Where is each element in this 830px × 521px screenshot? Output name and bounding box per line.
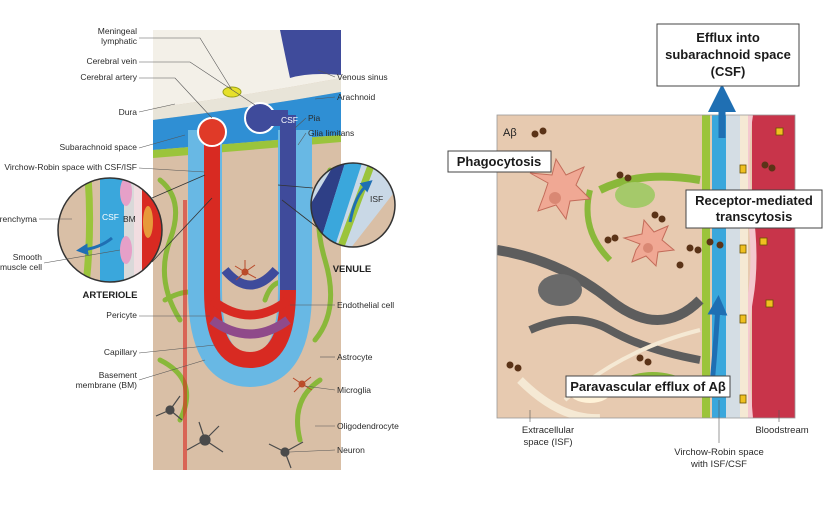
label-csf-main: CSF — [281, 115, 298, 125]
label-venous-sinus: Venous sinus — [337, 72, 388, 82]
basement-layer — [726, 115, 740, 418]
phagocyte-microglia — [529, 157, 592, 221]
meningeal-lymphatic-shape — [222, 86, 242, 98]
label-arachnoid: Arachnoid — [337, 92, 376, 102]
capillary-loops — [209, 266, 291, 339]
label-cerebral-artery: Cerebral artery — [80, 72, 137, 82]
label-astrocyte: Astrocyte — [337, 352, 373, 362]
abeta-legend: Aβ — [503, 127, 517, 139]
paravascular-box: Paravascular efflux of Aβ — [565, 375, 731, 398]
label-neuron: Neuron — [337, 445, 365, 455]
label-pericyte: Pericyte — [106, 310, 137, 320]
arachnoid-layer — [153, 78, 341, 120]
venous-sinus-shape — [280, 30, 341, 78]
neuron-body — [538, 274, 582, 306]
label-arteriole: ARTERIOLE — [83, 290, 138, 301]
svg-text:Bloodstream: Bloodstream — [755, 425, 808, 436]
label-glia-limitans: Glia limitans — [308, 128, 354, 138]
label-csf-inset: CSF — [102, 212, 119, 222]
neuron-cells — [155, 395, 304, 469]
label-capillary: Capillary — [104, 347, 138, 357]
label-dura: Dura — [119, 107, 138, 117]
cerebral-artery-head — [197, 117, 227, 147]
venule-inset — [277, 162, 396, 248]
svg-text:Phagocytosis: Phagocytosis — [457, 154, 542, 169]
endothelial-layer — [740, 115, 748, 418]
right-panel-frame — [496, 114, 796, 419]
label-subarachnoid-space: Subarachnoid space — [59, 142, 137, 152]
label-venule: VENULE — [333, 264, 372, 275]
label-virchow-robin: Virchow-Robin space with CSF/ISF — [4, 162, 137, 172]
phagocytosis-box: Phagocytosis — [447, 150, 552, 173]
microglia-cell — [234, 260, 313, 393]
bloodstream-vessel — [752, 115, 795, 418]
astrocyte-body — [615, 182, 655, 208]
label-endothelial-cell: Endothelial cell — [337, 300, 394, 310]
svg-text:Paravascular efflux of Aβ: Paravascular efflux of Aβ — [570, 379, 726, 394]
label-pia: Pia — [308, 113, 321, 123]
left-diagram — [153, 30, 341, 470]
label-bm-inset: BM — [123, 214, 136, 224]
receptor-transporters — [739, 127, 784, 404]
label-microglia: Microglia — [337, 385, 371, 395]
label-cerebral-vein: Cerebral vein — [86, 56, 137, 66]
label-oligodendrocyte: Oligodendrocyte — [337, 421, 399, 431]
label-parenchyma: Parenchyma — [0, 214, 37, 224]
label-isf-inset: ISF — [370, 194, 383, 204]
microglia-2 — [622, 218, 676, 268]
